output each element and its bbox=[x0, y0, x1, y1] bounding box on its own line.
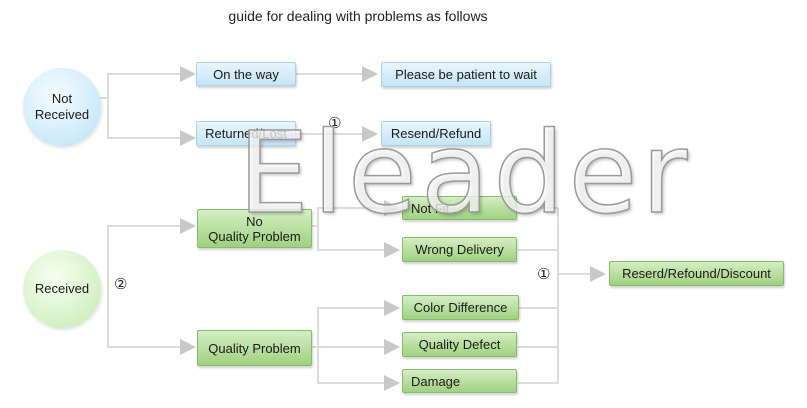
color-difference-box: Color Difference bbox=[402, 295, 519, 320]
quality-defect-box: Quality Defect bbox=[402, 332, 517, 357]
marker-one-right: ① bbox=[537, 266, 551, 283]
no-quality-problem-box: No Quality Problem bbox=[197, 209, 312, 248]
reserd-refound-discount-box: Reserd/Refound/Discount bbox=[609, 261, 784, 286]
marker-two: ② bbox=[114, 276, 128, 293]
damage-box: Damage bbox=[402, 369, 517, 393]
wrong-delivery-box: Wrong Delivery bbox=[402, 237, 517, 262]
received-circle: Received bbox=[23, 250, 101, 328]
marker-one-top: ① bbox=[328, 115, 342, 132]
diagram-title: guide for dealing with problems as follo… bbox=[228, 8, 488, 24]
not-fit-box: Not Fit bbox=[402, 196, 517, 220]
not-received-circle: Not Received bbox=[23, 68, 101, 146]
not-received-label: Not Received bbox=[34, 91, 90, 122]
received-label: Received bbox=[34, 281, 90, 296]
returned-lost-box: Returned/Lost bbox=[196, 121, 296, 146]
on-the-way-box: On the way bbox=[196, 62, 296, 86]
resend-refund-box: Resend/Refund bbox=[381, 121, 491, 146]
no-quality-problem-label: No Quality Problem bbox=[208, 213, 301, 244]
quality-problem-box: Quality Problem bbox=[197, 330, 312, 366]
be-patient-box: Please be patient to wait bbox=[381, 62, 551, 87]
